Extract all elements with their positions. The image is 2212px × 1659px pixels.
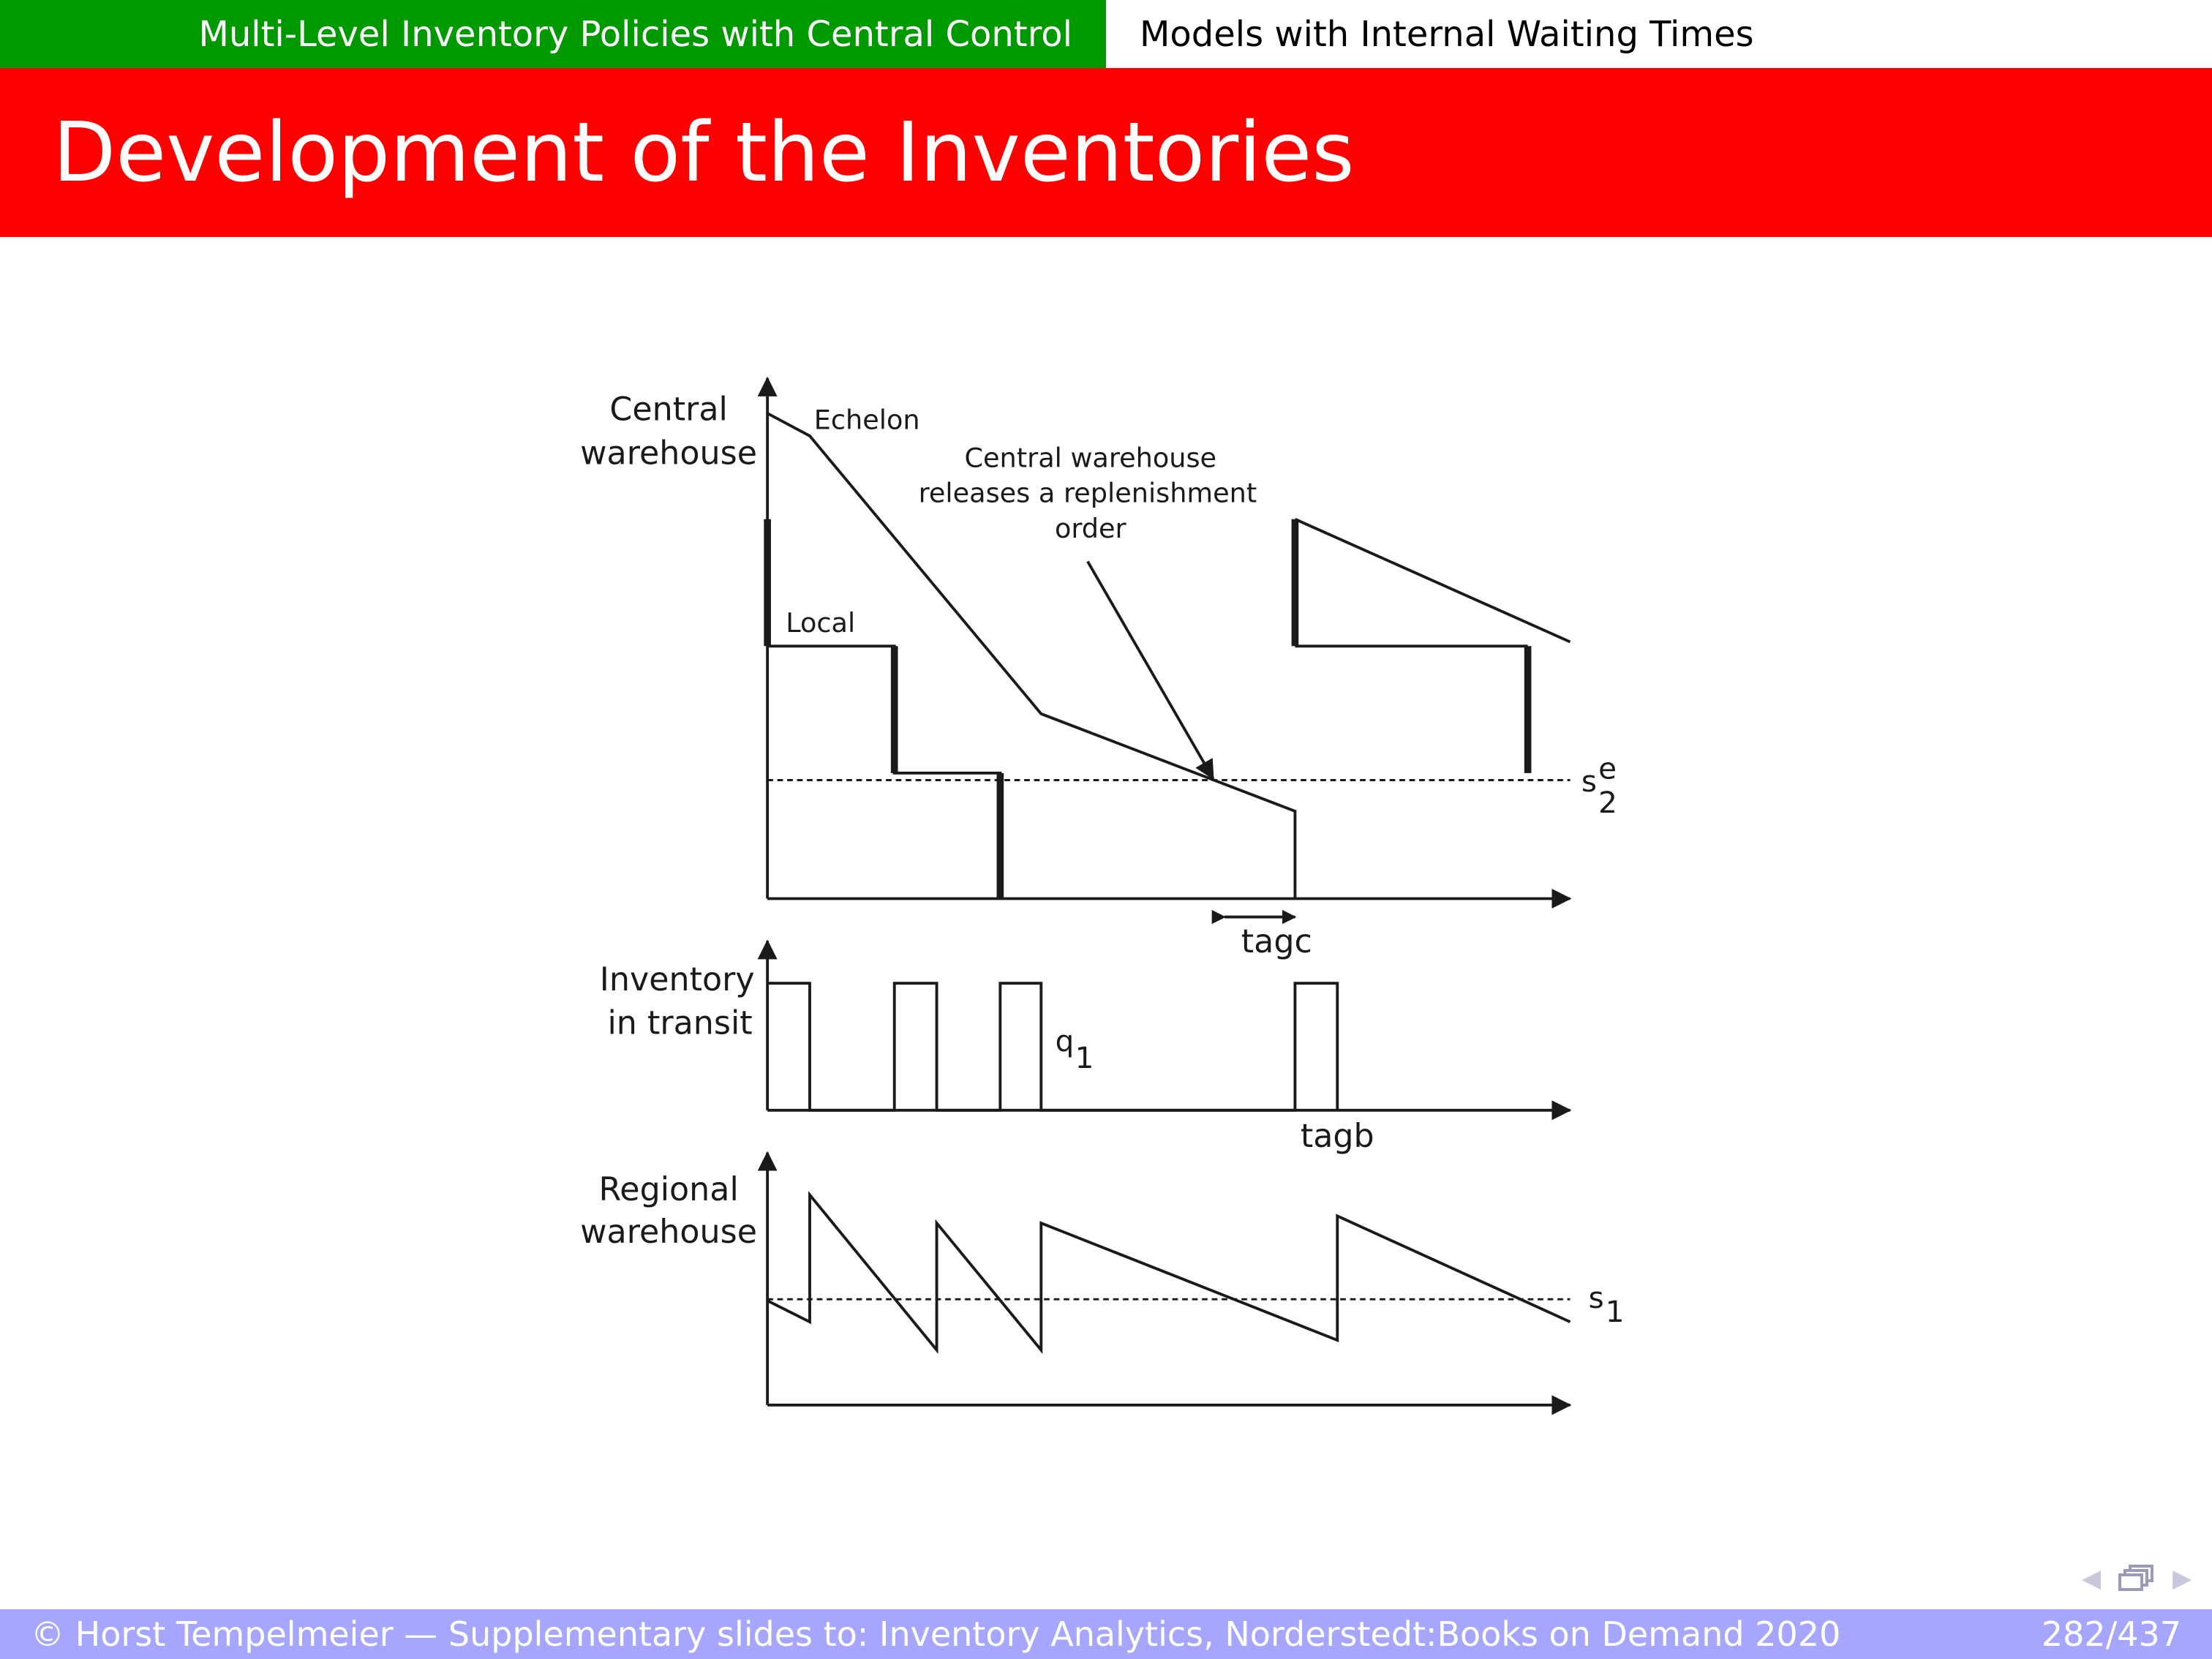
- regional-label-2: warehouse: [580, 1214, 757, 1251]
- s2e-sub: 2: [1598, 785, 1617, 820]
- central-label-1: Central: [609, 391, 727, 429]
- tagc-label: tagc: [1241, 923, 1312, 960]
- echelon-line-2: [1294, 517, 1571, 644]
- subsection-header[interactable]: Models with Internal Waiting Times: [1106, 0, 2212, 68]
- regional-label-1: Regional: [598, 1171, 738, 1208]
- regional-inventory-line: [767, 1191, 1571, 1355]
- subsection-title: Models with Internal Waiting Times: [1140, 13, 1754, 55]
- footer-credit: © Horst Tempelmeier — Supplementary slid…: [31, 1614, 1841, 1654]
- s2e-base: s: [1581, 764, 1597, 799]
- local-label: Local: [786, 607, 855, 639]
- transit-pulses: [767, 982, 1339, 1112]
- frames-icon[interactable]: [2118, 1564, 2155, 1593]
- annotation-arrow: [1086, 560, 1215, 780]
- annotation-line-1: Central warehouse: [964, 442, 1216, 473]
- annotation-line-2: releases a replenishment: [919, 478, 1257, 509]
- annotation-line-3: order: [1055, 513, 1127, 544]
- next-slide-icon[interactable]: ▶: [2172, 1564, 2192, 1593]
- page-number: 282/437: [2041, 1614, 2181, 1654]
- q1-base: q: [1056, 1023, 1075, 1058]
- s2e-sup: e: [1598, 751, 1617, 786]
- s1-base: s: [1589, 1280, 1604, 1315]
- echelon-label: Echelon: [814, 404, 920, 435]
- tagb-label: tagb: [1301, 1118, 1374, 1155]
- slide-title-bar: Development of the Inventories: [0, 68, 2212, 237]
- section-header[interactable]: Multi-Level Inventory Policies with Cent…: [0, 0, 1106, 68]
- local-line: [767, 644, 1002, 899]
- q1-sub: 1: [1075, 1040, 1094, 1075]
- echelon-line: [767, 412, 1297, 899]
- footer-bar: © Horst Tempelmeier — Supplementary slid…: [0, 1609, 2212, 1659]
- central-label-2: warehouse: [580, 435, 757, 473]
- slide-navigation: ◀ ▶: [2082, 1564, 2192, 1593]
- slide-title: Development of the Inventories: [53, 105, 1355, 200]
- transit-label-1: Inventory: [600, 961, 755, 998]
- prev-slide-icon[interactable]: ◀: [2082, 1564, 2102, 1593]
- s1-sub: 1: [1606, 1294, 1625, 1329]
- section-title: Multi-Level Inventory Policies with Cent…: [198, 13, 1072, 55]
- transit-label-2: in transit: [607, 1005, 752, 1042]
